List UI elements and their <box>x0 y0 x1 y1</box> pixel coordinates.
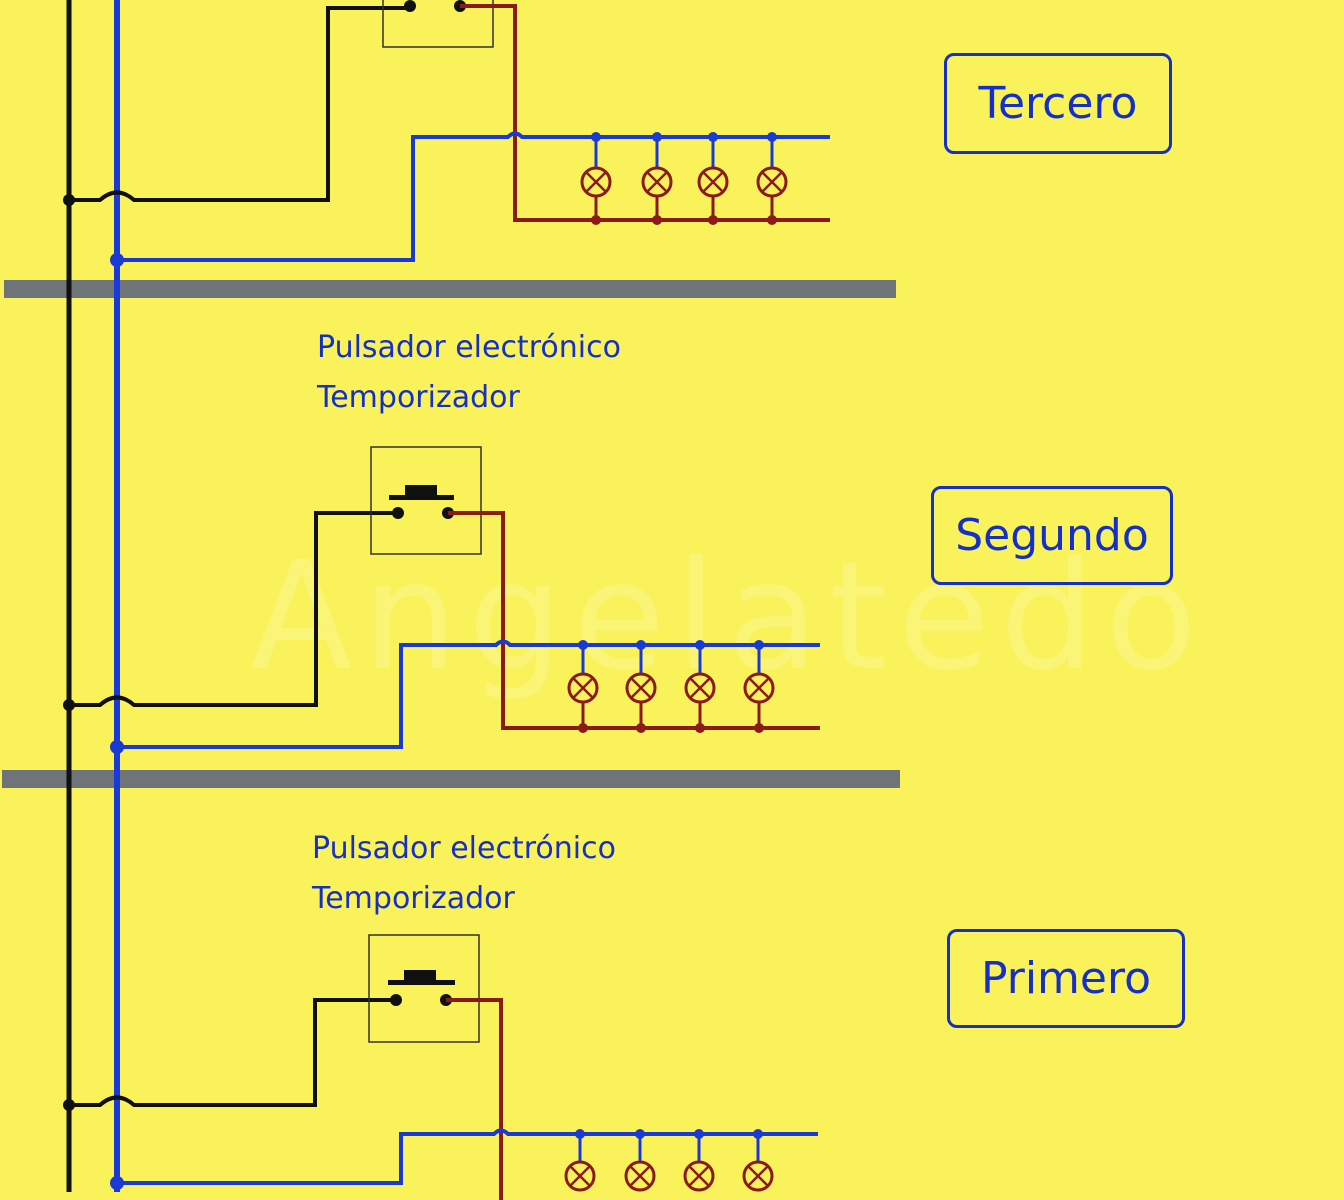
watermark: Angelatedo <box>250 530 1207 704</box>
caption-line-1: Pulsador electrónico <box>312 831 616 866</box>
caption-line-1: Pulsador electrónico <box>317 330 621 365</box>
lamp-icon <box>625 640 657 733</box>
lamp-icon <box>697 132 729 225</box>
floor-circuit-primero <box>63 934 818 1200</box>
lamp-icon <box>567 640 599 733</box>
lamp-icon <box>580 132 612 225</box>
floor-slab <box>4 280 896 298</box>
lamp-icon <box>624 1129 656 1192</box>
floor-slab <box>2 770 900 788</box>
push-button-icon <box>370 446 482 555</box>
lamp-icon <box>684 640 716 733</box>
floor-label-tercero: Tercero <box>944 53 1172 154</box>
floor-circuit-tercero <box>63 0 830 267</box>
lamp-icon <box>742 1129 774 1192</box>
push-button-icon <box>368 934 480 1043</box>
lamp-icon <box>564 1129 596 1192</box>
caption-segundo: Pulsador electrónico Temporizador <box>317 323 621 423</box>
floor-label-segundo: Segundo <box>931 486 1173 585</box>
caption-line-2: Temporizador <box>312 881 515 916</box>
floor-label-primero: Primero <box>947 929 1185 1028</box>
lamp-icon <box>641 132 673 225</box>
lamp-icon <box>743 640 775 733</box>
caption-line-2: Temporizador <box>317 380 520 415</box>
floor-circuit-segundo <box>63 446 820 754</box>
lamp-icon <box>756 132 788 225</box>
caption-primero: Pulsador electrónico Temporizador <box>312 824 616 924</box>
lamp-icon <box>683 1129 715 1192</box>
